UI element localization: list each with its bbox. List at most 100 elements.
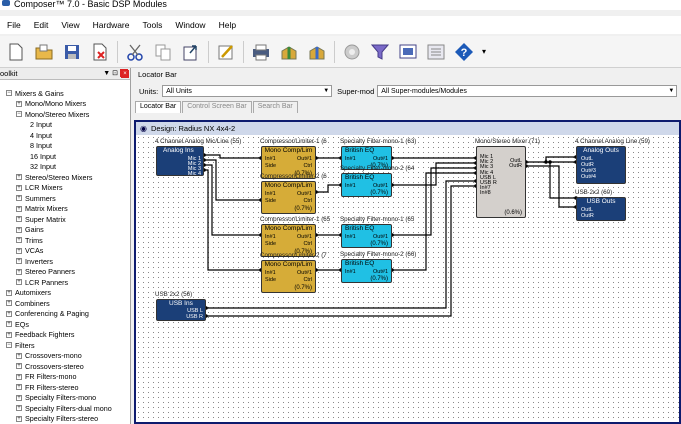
- tree-item[interactable]: +FR Filters-stereo: [0, 382, 130, 393]
- menu-window[interactable]: Window: [175, 20, 206, 30]
- tree-item[interactable]: +Inverters: [0, 256, 130, 267]
- tree-item[interactable]: +Matrix Mixers: [0, 204, 130, 215]
- tree-item[interactable]: +FR Filters-mono: [0, 372, 130, 383]
- tree-item[interactable]: +Super Matrix: [0, 214, 130, 225]
- tree-item[interactable]: +Combiners: [0, 298, 130, 309]
- delete-file-icon[interactable]: [89, 41, 111, 63]
- paste-icon[interactable]: [180, 41, 202, 63]
- british-eq-2-block[interactable]: British EQ In#1 Out#1 (0.7%): [341, 173, 392, 197]
- expand-icon[interactable]: +: [16, 363, 22, 370]
- expand-icon[interactable]: +: [16, 100, 22, 107]
- tab-search-bar[interactable]: Search Bar: [252, 101, 298, 113]
- list-icon[interactable]: [425, 41, 447, 63]
- copy-icon[interactable]: [152, 41, 174, 63]
- collapse-icon[interactable]: −: [16, 111, 22, 118]
- tree-item[interactable]: 8 Input: [0, 141, 130, 152]
- collapse-icon[interactable]: −: [6, 90, 12, 97]
- modules-add-icon[interactable]: [306, 41, 328, 63]
- tree-item[interactable]: +EQs: [0, 319, 130, 330]
- expand-icon[interactable]: +: [16, 373, 22, 380]
- cut-icon[interactable]: [124, 41, 146, 63]
- expand-icon[interactable]: +: [16, 184, 22, 191]
- filter-icon[interactable]: [369, 41, 391, 63]
- mono-stereo-mixer-block[interactable]: Mic 1 Mic 2 Mic 3 Mic 4 USB L USB R In#7…: [476, 146, 526, 218]
- menu-help[interactable]: Help: [218, 20, 237, 30]
- expand-icon[interactable]: +: [16, 247, 22, 254]
- tab-control-screen-bar[interactable]: Control Screen Bar: [182, 101, 252, 113]
- expand-icon[interactable]: +: [6, 300, 12, 307]
- usb-outs-block[interactable]: USB Outs OutL OutR: [576, 197, 626, 221]
- tree-item[interactable]: −Mono/Stereo Mixers: [0, 109, 130, 120]
- tree-item[interactable]: +LCR Mixers: [0, 183, 130, 194]
- tree-item[interactable]: +LCR Panners: [0, 277, 130, 288]
- tree-item[interactable]: +Mono/Mono Mixers: [0, 99, 130, 110]
- tree-item[interactable]: 2 Input: [0, 120, 130, 131]
- expand-icon[interactable]: +: [16, 268, 22, 275]
- units-select[interactable]: All Units ▼: [162, 85, 333, 97]
- screen-icon[interactable]: [397, 41, 419, 63]
- expand-icon[interactable]: +: [16, 205, 22, 212]
- expand-icon[interactable]: +: [16, 352, 22, 359]
- tree-item[interactable]: +Trims: [0, 235, 130, 246]
- tree-item[interactable]: +Automixers: [0, 288, 130, 299]
- new-file-icon[interactable]: [5, 41, 27, 63]
- collapse-icon[interactable]: −: [6, 342, 12, 349]
- british-eq-4-block[interactable]: British EQ In#1 Out#1 (0.7%): [341, 259, 392, 283]
- tab-locator-bar[interactable]: Locator Bar: [135, 101, 182, 113]
- tree-item[interactable]: +Specialty Filters-dual mono: [0, 403, 130, 414]
- menu-file[interactable]: File: [7, 20, 21, 30]
- tree-item[interactable]: +Specialty Filters-mono: [0, 393, 130, 404]
- expand-icon[interactable]: +: [16, 394, 22, 401]
- tree-item[interactable]: +Summers: [0, 193, 130, 204]
- expand-icon[interactable]: +: [16, 415, 22, 422]
- expand-icon[interactable]: +: [16, 258, 22, 265]
- expand-icon[interactable]: +: [16, 226, 22, 233]
- expand-icon[interactable]: +: [6, 310, 12, 317]
- expand-icon[interactable]: +: [16, 216, 22, 223]
- close-icon[interactable]: ×: [121, 70, 129, 78]
- pin-icon[interactable]: ▼ ⊡: [103, 70, 118, 77]
- menu-tools[interactable]: Tools: [142, 20, 163, 30]
- tree-item[interactable]: +Stereo/Stereo Mixers: [0, 172, 130, 183]
- tree-item[interactable]: +Stereo Panners: [0, 267, 130, 278]
- print-icon[interactable]: [250, 41, 272, 63]
- tree-item[interactable]: 16 Input: [0, 151, 130, 162]
- expand-icon[interactable]: +: [16, 279, 22, 286]
- tree-item[interactable]: +Crossovers-stereo: [0, 361, 130, 372]
- expand-icon[interactable]: +: [6, 321, 12, 328]
- expand-icon[interactable]: +: [16, 195, 22, 202]
- tree-item[interactable]: +VCAs: [0, 246, 130, 257]
- modules-icon[interactable]: [278, 41, 300, 63]
- help-icon[interactable]: ?: [453, 41, 475, 63]
- tree-item[interactable]: +Gains: [0, 225, 130, 236]
- design-canvas[interactable]: 4 Channel Analog Mic/Line (55) Analog In…: [136, 135, 679, 422]
- british-eq-3-block[interactable]: British EQ In#1 Out#1 (0.7%): [341, 224, 392, 248]
- edit-icon[interactable]: [215, 41, 237, 63]
- supermod-select[interactable]: All Super-modules/Modules ▼: [377, 85, 678, 97]
- analog-ins-block[interactable]: Analog Ins Mic 1 Mic 2 Mic 3 Mic 4: [156, 146, 204, 177]
- save-icon[interactable]: [61, 41, 83, 63]
- expand-icon[interactable]: +: [6, 331, 12, 338]
- tree-item[interactable]: +Feedback Fighters: [0, 330, 130, 341]
- expand-icon[interactable]: +: [6, 289, 12, 296]
- expand-icon[interactable]: +: [16, 237, 22, 244]
- tree-item[interactable]: 32 Input: [0, 162, 130, 173]
- menu-edit[interactable]: Edit: [33, 20, 49, 30]
- tree-item[interactable]: +Conferencing & Paging: [0, 309, 130, 320]
- tree-item[interactable]: 4 Input: [0, 130, 130, 141]
- usb-ins-block[interactable]: USB Ins USB L USB R: [156, 299, 206, 321]
- british-eq-1-block[interactable]: British EQ In#1 Out#1 (0.7%): [341, 146, 392, 170]
- expand-icon[interactable]: +: [16, 174, 22, 181]
- compile-icon[interactable]: [341, 41, 363, 63]
- analog-outs-block[interactable]: Analog Outs OutL OutR Out#3 Out#4: [576, 146, 626, 184]
- menu-hardware[interactable]: Hardware: [92, 20, 130, 30]
- tree-item[interactable]: −Filters: [0, 340, 130, 351]
- expand-icon[interactable]: +: [16, 405, 22, 412]
- dropdown-arrow-icon[interactable]: ▾: [481, 46, 486, 56]
- tree-item[interactable]: +Crossovers-mono: [0, 351, 130, 362]
- expand-icon[interactable]: +: [16, 384, 22, 391]
